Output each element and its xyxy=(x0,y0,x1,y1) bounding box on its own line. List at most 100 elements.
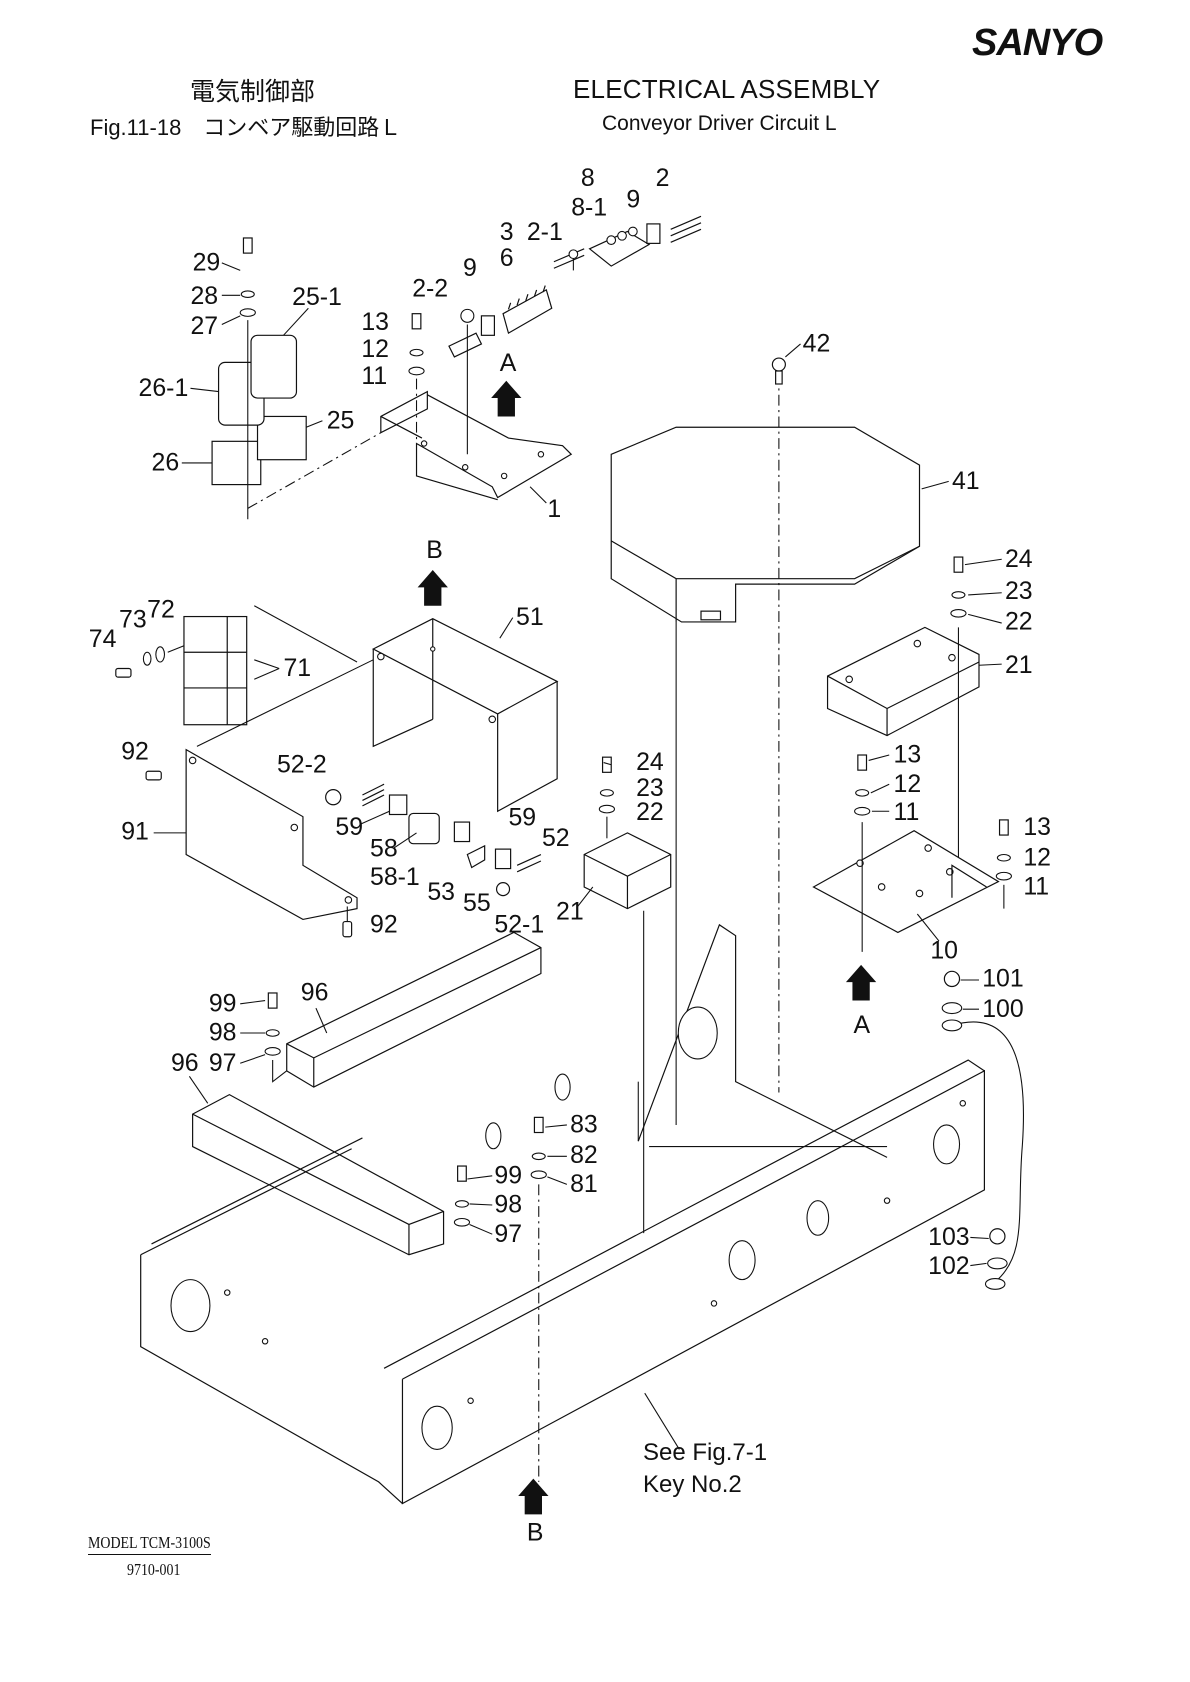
sanyo-logo: SANYO xyxy=(972,22,1103,64)
part-label: 13 xyxy=(1023,813,1051,841)
fastener-stack-13-12-11-center xyxy=(854,754,871,952)
part-label: 71 xyxy=(283,654,311,682)
part-label: 58 xyxy=(370,835,398,863)
part-label: 3 xyxy=(500,218,514,246)
part-label: 59 xyxy=(335,813,363,841)
part-label: 22 xyxy=(636,798,664,826)
part-label: 21 xyxy=(1005,651,1033,679)
part-label: 51 xyxy=(516,603,544,631)
part-label: 55 xyxy=(463,889,491,917)
part-label: 25 xyxy=(327,406,355,434)
power-module-21-right xyxy=(826,626,980,737)
part-label: 23 xyxy=(1005,577,1033,605)
terminal-8-1 xyxy=(588,226,651,267)
part-label: 22 xyxy=(1005,608,1033,636)
end-stopper-9 xyxy=(480,315,495,336)
part-label: 12 xyxy=(894,770,922,798)
cover-plate-91 xyxy=(185,748,358,921)
part-label: 11 xyxy=(1023,873,1049,901)
view-arrow-a-top: A xyxy=(491,349,522,417)
washer-102 xyxy=(987,1257,1008,1270)
part-label: 96 xyxy=(301,979,329,1007)
part-label: 103 xyxy=(928,1223,969,1251)
duct-96-lower xyxy=(192,1093,445,1256)
screw-92-top xyxy=(145,770,162,781)
part-label: 9 xyxy=(626,186,640,214)
title-english: ELECTRICAL ASSEMBLY xyxy=(573,74,881,104)
cover-41 xyxy=(610,373,921,1125)
terminal-blocks-71 xyxy=(183,615,248,726)
screw-42 xyxy=(771,357,786,385)
document-number: 9710-001 xyxy=(127,1560,181,1579)
part-label: 98 xyxy=(494,1191,522,1219)
part-label: 6 xyxy=(500,244,514,272)
fastener-stack-13-12-11 xyxy=(408,313,425,444)
part-label: 101 xyxy=(982,964,1023,992)
part-label: 97 xyxy=(494,1220,522,1248)
part-label: 97 xyxy=(209,1049,237,1077)
part-label: 92 xyxy=(121,737,149,765)
part-label: 28 xyxy=(190,282,218,310)
part-label: 23 xyxy=(636,774,664,802)
part-label: 98 xyxy=(209,1019,237,1047)
view-marker-b-top: B xyxy=(426,536,443,564)
part-label: 24 xyxy=(636,748,664,776)
part-label: 41 xyxy=(952,467,980,495)
fastener-stack-83-82-81 xyxy=(530,1116,547,1482)
reference-note-line1: See Fig.7-1 xyxy=(643,1439,768,1466)
part-label: 21 xyxy=(556,897,584,925)
part-label: 72 xyxy=(147,596,175,624)
fastener-stack-99-98-97-lower xyxy=(453,1165,471,1227)
relay-cover-25-1 xyxy=(250,334,298,399)
part-label: 73 xyxy=(119,605,147,633)
fastener-stack-99-98-97-upper xyxy=(264,992,288,1083)
part-label: 82 xyxy=(570,1141,598,1169)
terminal-block-6 xyxy=(502,285,553,335)
part-label: 12 xyxy=(1023,843,1051,871)
part-label: 52 xyxy=(542,824,570,852)
fastener-stack-74-73-72 xyxy=(115,645,185,678)
view-arrow-a-bottom: A xyxy=(845,964,877,1039)
part-label: 11 xyxy=(361,362,387,390)
fastener-stack-29-28-27 xyxy=(239,237,256,520)
bracket-51 xyxy=(371,618,559,813)
part-label: 81 xyxy=(570,1170,598,1198)
part-label: 42 xyxy=(803,330,831,358)
plate-10 xyxy=(812,830,1000,934)
part-labels: 8 8-1 9 2 3 6 2-1 29 28 27 25-1 9 2-2 13… xyxy=(89,164,1051,1280)
relay-26 xyxy=(211,440,262,486)
view-marker-a-bottom: A xyxy=(854,1011,871,1039)
reference-note-line2: Key No.2 xyxy=(643,1471,742,1498)
view-arrow-b-bottom: B xyxy=(518,1478,549,1546)
part-label: 27 xyxy=(190,312,218,340)
part-label: 24 xyxy=(1005,545,1033,573)
title-japanese: 電気制御部 xyxy=(190,78,316,106)
view-arrow-b-top: B xyxy=(417,536,448,606)
part-label: 25-1 xyxy=(292,283,342,311)
part-label: 2 xyxy=(656,164,670,192)
part-label: 26-1 xyxy=(139,374,189,402)
fastener-stack-13-12-11-right xyxy=(995,819,1012,909)
part-label: 8-1 xyxy=(571,193,607,221)
part-label: 58-1 xyxy=(370,863,420,891)
small-terminal-parts xyxy=(325,783,542,897)
part-label: 13 xyxy=(361,308,389,336)
ground-nut-103 xyxy=(989,1228,1006,1245)
part-label: 13 xyxy=(894,741,922,769)
duct-96-upper xyxy=(286,931,542,1088)
part-label: 59 xyxy=(508,803,536,831)
part-label: 11 xyxy=(894,798,920,826)
base-frame xyxy=(140,923,985,1505)
end-stopper-9b xyxy=(646,223,661,244)
part-label: 10 xyxy=(930,936,958,964)
model-number: MODEL TCM-3100S xyxy=(88,1533,211,1555)
screw-2-1 xyxy=(568,249,579,271)
part-label: 74 xyxy=(89,625,117,653)
leader-lines xyxy=(153,262,1002,1267)
ground-wire xyxy=(941,1019,1025,1290)
part-label: 9 xyxy=(463,254,477,282)
part-label: 2-1 xyxy=(527,218,563,246)
reference-note: See Fig.7-1 Key No.2 xyxy=(643,1437,767,1501)
part-label: 91 xyxy=(121,817,149,845)
